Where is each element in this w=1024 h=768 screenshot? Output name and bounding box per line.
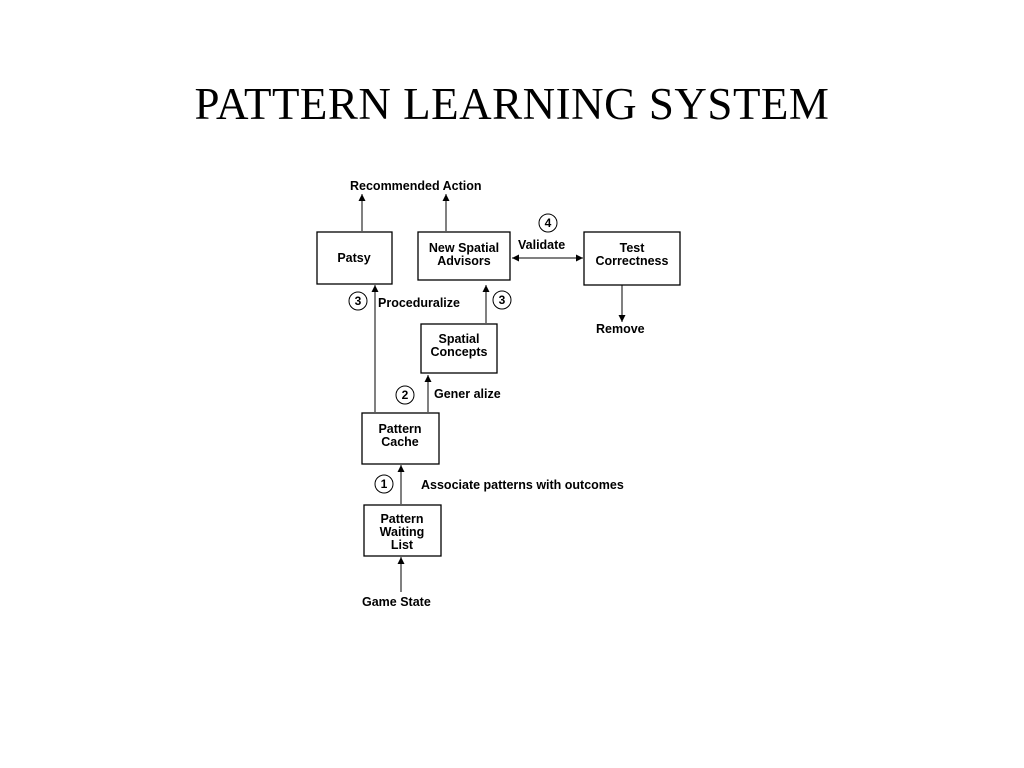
step-3b-number: 3	[499, 293, 506, 307]
box-concepts-line-1: Spatial	[439, 332, 480, 346]
box-test-line-1: Test	[620, 241, 646, 255]
box-waiting-line-3: List	[391, 538, 414, 552]
box-new-spatial-advisors: New Spatial Advisors	[417, 231, 511, 281]
box-pattern-waiting-list: Pattern Waiting List	[363, 504, 442, 557]
box-cache-line-2: Cache	[381, 435, 419, 449]
step-marker-1: 1	[374, 474, 394, 494]
box-advisors-line-1: New Spatial	[429, 241, 499, 255]
step-marker-3-proceduralize: 3	[348, 291, 368, 311]
step-3a-number: 3	[355, 294, 362, 308]
box-pattern-cache: Pattern Cache	[361, 412, 440, 465]
box-concepts-line-2: Concepts	[431, 345, 488, 359]
box-test-line-2: Correctness	[596, 254, 669, 268]
step-marker-4: 4	[538, 213, 558, 233]
box-waiting-line-1: Pattern	[380, 512, 423, 526]
step-4-number: 4	[545, 216, 552, 230]
step-2-number: 2	[402, 388, 409, 402]
label-validate: Validate	[518, 238, 565, 252]
step-1-number: 1	[381, 477, 388, 491]
box-patsy-line-1: Patsy	[337, 251, 370, 265]
label-proceduralize: Proceduralize	[378, 296, 460, 310]
step-marker-2: 2	[395, 385, 415, 405]
box-patsy: Patsy	[316, 231, 393, 285]
label-generalize: Gener alize	[434, 387, 501, 401]
box-spatial-concepts: Spatial Concepts	[420, 323, 498, 374]
box-cache-line-1: Pattern	[378, 422, 421, 436]
box-advisors-line-2: Advisors	[437, 254, 491, 268]
label-remove: Remove	[596, 322, 645, 336]
step-marker-3-advisors: 3	[492, 290, 512, 310]
label-associate-patterns: Associate patterns with outcomes	[421, 478, 624, 492]
label-game-state: Game State	[362, 595, 431, 609]
label-recommended-action: Recommended Action	[350, 179, 482, 193]
box-test-correctness: Test Correctness	[583, 231, 681, 286]
page-title: PATTERN LEARNING SYSTEM	[194, 79, 830, 129]
box-waiting-line-2: Waiting	[380, 525, 425, 539]
